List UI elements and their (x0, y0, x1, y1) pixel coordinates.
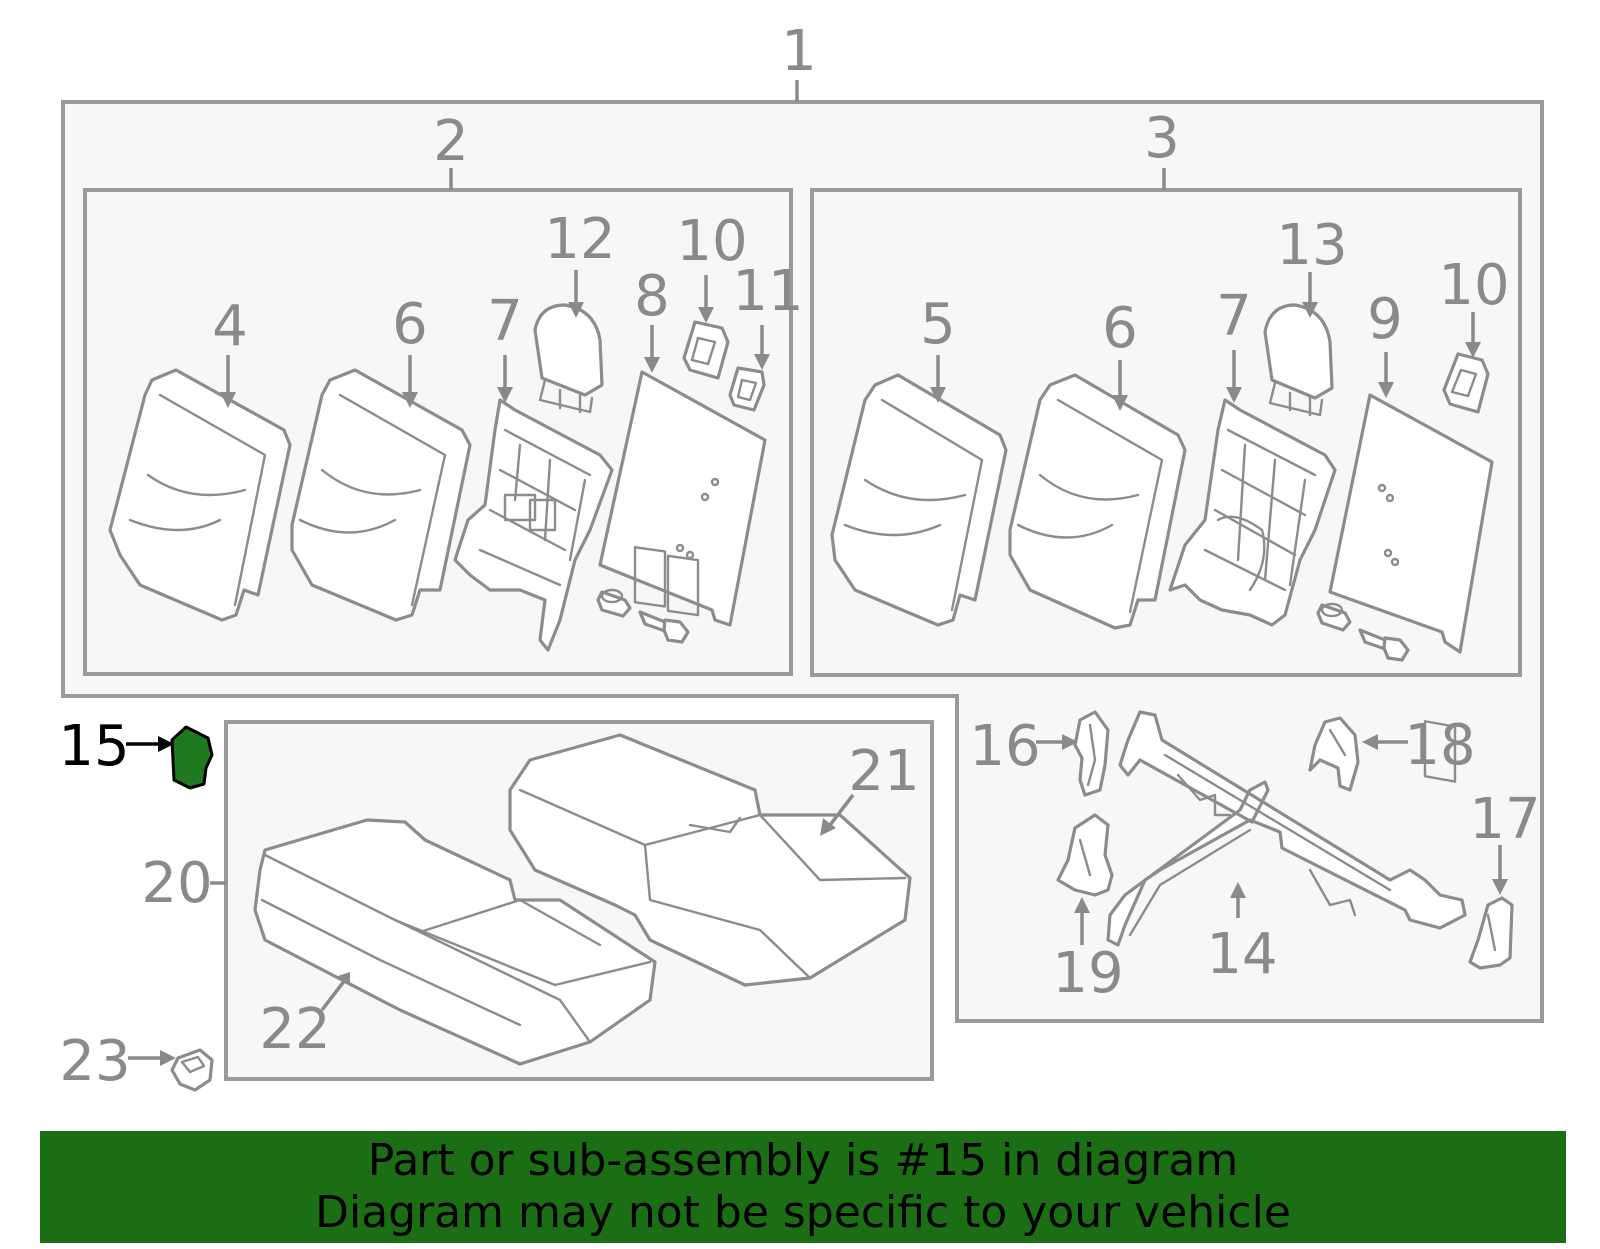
callout-4: 4 (212, 294, 248, 359)
headrest-13 (1263, 303, 1334, 417)
callout-2: 2 (433, 109, 469, 174)
callout-6-right: 6 (1102, 296, 1138, 361)
callout-7-right: 7 (1216, 284, 1252, 349)
bushing-right (1316, 602, 1352, 632)
callout-6-left: 6 (392, 292, 428, 357)
callout-23: 23 (59, 1029, 130, 1094)
bracket-18 (1308, 716, 1360, 792)
callout-11: 11 (732, 259, 803, 324)
callout-10-left: 10 (676, 209, 747, 274)
callout-13: 13 (1276, 213, 1347, 278)
callout-17: 17 (1469, 787, 1540, 852)
callout-3: 3 (1144, 106, 1180, 171)
callout-20: 20 (141, 851, 212, 916)
callout-18: 18 (1404, 713, 1475, 778)
callout-21: 21 (848, 739, 919, 804)
seatback-pad-6-right (1008, 373, 1187, 630)
callout-7-left: 7 (487, 289, 523, 354)
cushion-frame-14 (1106, 710, 1467, 947)
leader-lines (126, 270, 1508, 1066)
callout-14: 14 (1206, 922, 1277, 987)
cushion-cover-22 (253, 818, 657, 1066)
bracket-17 (1468, 896, 1514, 970)
callout-16: 16 (969, 714, 1040, 779)
clip-23 (170, 1048, 214, 1092)
seatback-cover-5 (830, 373, 1008, 627)
bushing-left (596, 588, 632, 618)
bracket-16 (1073, 710, 1110, 797)
seatback-pad-6-left (290, 368, 472, 622)
info-banner: Part or sub-assembly is #15 in diagram D… (40, 1131, 1566, 1243)
callout-5: 5 (920, 292, 956, 357)
callout-10-right: 10 (1438, 253, 1509, 318)
highlighted-part-15 (170, 725, 214, 790)
callout-19: 19 (1052, 941, 1123, 1006)
banner-line-2: Diagram may not be specific to your vehi… (315, 1187, 1291, 1238)
callout-15: 15 (58, 714, 129, 779)
callout-9: 9 (1367, 287, 1403, 352)
bolt-left (638, 610, 690, 644)
latch-cover-10-right (1442, 352, 1490, 414)
bezel-11 (728, 366, 766, 412)
bracket-19 (1056, 813, 1114, 897)
bolt-right (1358, 628, 1410, 662)
cushion-cover-21 (508, 733, 912, 987)
callout-22: 22 (259, 997, 330, 1062)
seatback-frame-7-left (453, 398, 614, 652)
callout-12: 12 (544, 207, 615, 272)
callout-8: 8 (634, 264, 670, 329)
back-panel-9 (1328, 393, 1494, 783)
seatback-cover-4 (108, 368, 292, 622)
back-panel-8 (598, 370, 767, 627)
banner-line-1: Part or sub-assembly is #15 in diagram (367, 1135, 1239, 1186)
latch-cover-10-left (682, 320, 730, 380)
seatback-frame-7-right (1168, 398, 1337, 627)
callout-1: 1 (781, 19, 817, 84)
